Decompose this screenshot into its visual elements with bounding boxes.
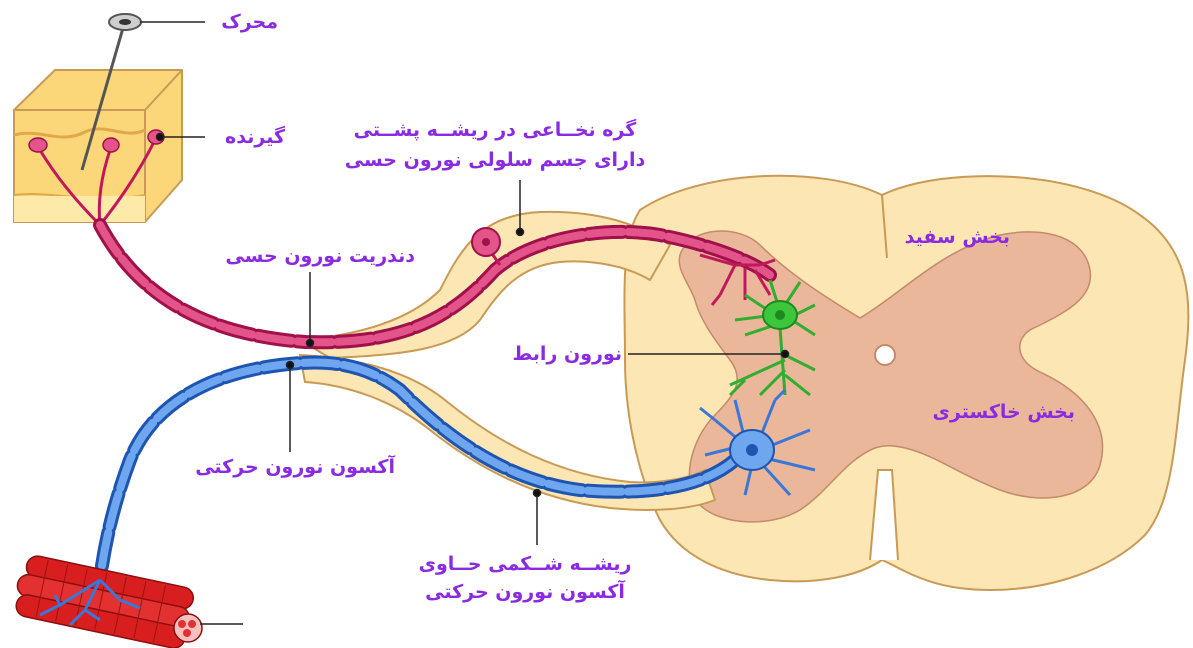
- central-canal: [875, 345, 895, 365]
- label-motor-axon: آکسون نورون حرکتی: [185, 455, 395, 479]
- label-ventral-root-line2: آکسون نورون حرکتی: [405, 580, 645, 604]
- motor-cell-nucleus: [746, 444, 758, 456]
- sensory-cell-nucleus: [482, 238, 490, 246]
- label-stimulus: محرک: [212, 10, 278, 34]
- label-white-matter: بخش سفید: [895, 225, 1010, 249]
- label-ganglion-line2: دارای جسم سلولی نورون حسی: [330, 148, 660, 172]
- label-receptor: گیرنده: [205, 125, 285, 149]
- receptor-ending-2: [103, 138, 119, 152]
- label-interneuron: نورون رابط: [497, 342, 622, 366]
- label-ganglion-line1: گره نخــاعی در ریشــه پشــتی: [330, 118, 660, 142]
- receptor-ending-1: [29, 138, 47, 152]
- label-gray-matter: بخش خاکستری: [925, 400, 1075, 424]
- label-sensory-dendrite: دندریت نورون حسی: [210, 244, 415, 268]
- label-ventral-root-line1: ریشــه شــکمی حــاوی: [405, 552, 645, 576]
